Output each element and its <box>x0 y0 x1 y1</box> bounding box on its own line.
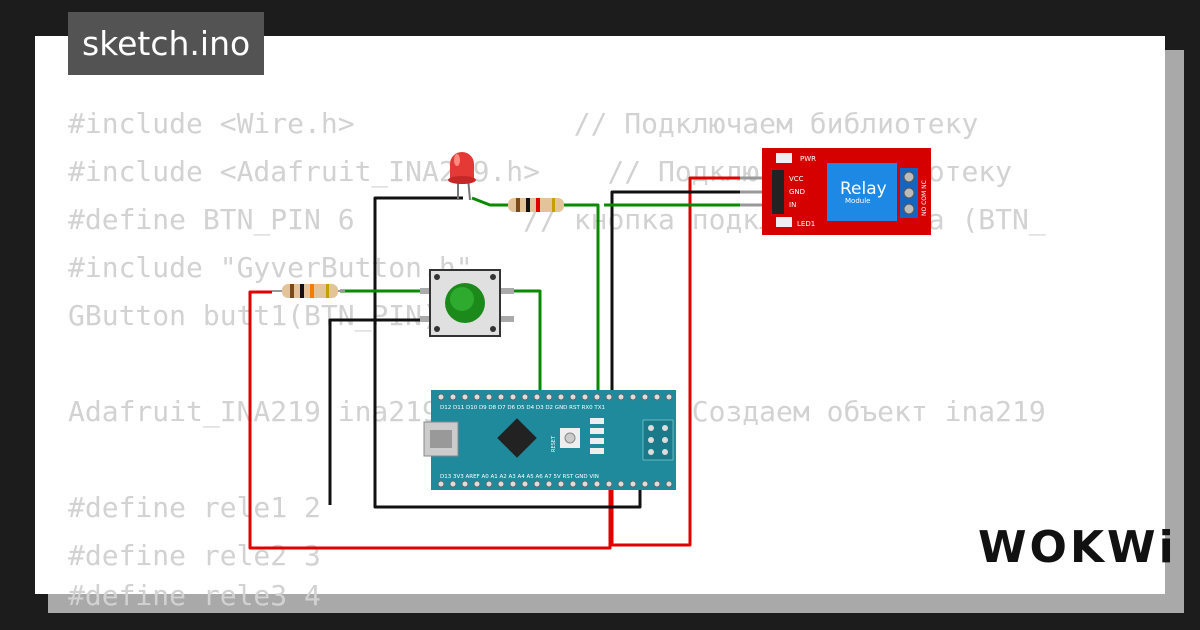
relay-pin-in: IN <box>789 201 796 209</box>
code-line: #include "GyverButton.h" <box>68 251 473 284</box>
wire-red-vcc <box>610 176 760 547</box>
wire-green-relay-in <box>560 203 600 395</box>
wire-green-led <box>471 196 510 207</box>
code-line: GButton butt1(BTN_PIN); <box>68 299 456 332</box>
code-line: #define rele1 2 <box>68 491 321 524</box>
top-header-pins <box>437 393 673 401</box>
file-tab[interactable]: sketch.ino <box>68 12 265 75</box>
relay-subtitle: Module <box>845 197 870 205</box>
code-line: Adafruit_INA219 ina219; // Создаем объек… <box>68 395 1046 428</box>
wire-red-5v <box>248 290 612 550</box>
code-line: #define rele3 4 <box>68 579 321 612</box>
relay-led-pwr: PWR <box>800 155 816 163</box>
relay-led-led1: LED1 <box>797 220 815 228</box>
resistor-button[interactable] <box>272 284 345 298</box>
relay-pin-vcc: VCC <box>789 175 804 183</box>
preview-card: #include <Wire.h> // Подключаем библиоте… <box>35 36 1165 612</box>
push-button[interactable] <box>420 269 514 337</box>
top-pin-labels: D12 D11 D10 D9 D8 D7 D6 D5 D4 D3 D2 GND … <box>440 405 605 411</box>
bottom-pin-labels: D13 3V3 AREF A0 A1 A2 A3 A4 A5 A6 A7 5V … <box>440 474 599 480</box>
reset-label: RESET <box>551 435 557 452</box>
wire-green-button <box>500 289 542 395</box>
code-line: #include <Wire.h> // Подключаем библиоте… <box>68 107 979 140</box>
wires <box>248 176 760 550</box>
red-led[interactable] <box>448 152 476 201</box>
arduino-nano[interactable]: D12 D11 D10 D9 D8 D7 D6 D5 D4 D3 D2 GND … <box>423 390 676 490</box>
wire-black-gnd-loop <box>373 196 642 509</box>
resistor-led[interactable] <box>508 198 564 212</box>
bottom-header-pins <box>437 480 673 488</box>
wire-black-button <box>328 318 420 505</box>
relay-module[interactable]: PWR VCC GND IN LED1 Relay Module NO COM … <box>740 148 931 235</box>
relay-pin-gnd: GND <box>789 188 805 196</box>
code-background: #include <Wire.h> // Подключаем библиоте… <box>68 36 1133 612</box>
wokwi-logo: WOKWi <box>978 522 1177 573</box>
relay-title: Relay <box>840 179 887 199</box>
wire-black-relay-gnd <box>610 190 760 395</box>
relay-terminals: NO COM NC <box>921 180 928 216</box>
